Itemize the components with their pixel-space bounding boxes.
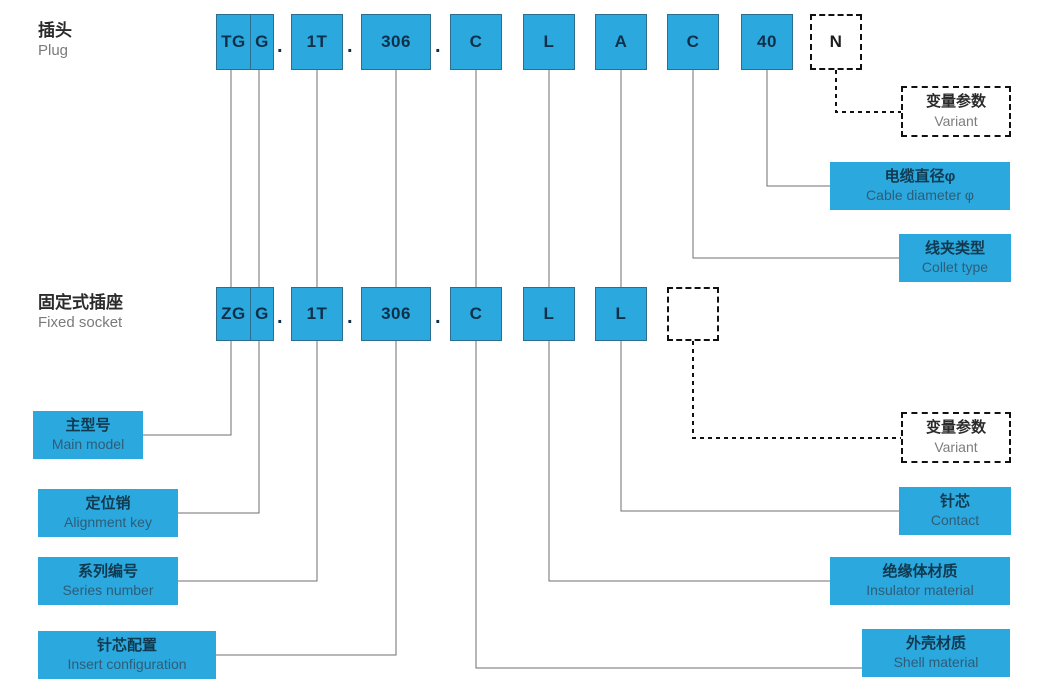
label-main-model-cn: 主型号 xyxy=(65,416,111,434)
separator-dot-socket-1: . xyxy=(277,306,283,328)
code-box-plug-series[interactable]: 1T xyxy=(291,14,343,70)
code-box-plug-variant[interactable]: N xyxy=(810,14,862,70)
label-shell-material[interactable]: 外壳材质 Shell material xyxy=(862,629,1010,677)
label-insert-configuration-en: Insert configuration xyxy=(67,656,187,673)
label-alignment-key-cn: 定位销 xyxy=(85,494,131,512)
code-box-socket-insert[interactable]: 306 xyxy=(361,287,431,341)
code-box-plug-insulator[interactable]: L xyxy=(523,14,575,70)
label-insulator-material-en: Insulator material xyxy=(866,582,974,599)
label-insert-configuration[interactable]: 针芯配置 Insert configuration xyxy=(38,631,216,679)
code-box-socket-shell[interactable]: C xyxy=(450,287,502,341)
separator-dot-plug-1: . xyxy=(277,35,283,57)
label-variant-top-en: Variant xyxy=(934,112,978,129)
label-shell-material-en: Shell material xyxy=(893,654,979,671)
code-box-plug-insert[interactable]: 306 xyxy=(361,14,431,70)
label-alignment-key[interactable]: 定位销 Alignment key xyxy=(38,489,178,537)
code-box-socket-series[interactable]: 1T xyxy=(291,287,343,341)
code-box-plug-main-model-key: G xyxy=(255,32,269,51)
label-alignment-key-en: Alignment key xyxy=(64,514,152,531)
row-heading-plug-cn: 插头 xyxy=(38,21,72,40)
label-insulator-material-cn: 绝缘体材质 xyxy=(882,562,958,580)
label-variant-bottom-en: Variant xyxy=(934,438,978,455)
code-box-plug-shell[interactable]: C xyxy=(450,14,502,70)
label-insulator-material[interactable]: 绝缘体材质 Insulator material xyxy=(830,557,1010,605)
label-cable-diameter-en: Cable diameter φ xyxy=(866,187,974,204)
code-box-socket-insulator[interactable]: L xyxy=(523,287,575,341)
label-contact-cn: 针芯 xyxy=(939,492,970,510)
code-box-plug-cable-diameter[interactable]: 40 xyxy=(741,14,793,70)
label-variant-bottom[interactable]: 变量参数 Variant xyxy=(901,412,1011,463)
separator-dot-plug-3: . xyxy=(435,35,441,57)
row-heading-plug-en: Plug xyxy=(38,42,69,60)
label-contact-en: Contact xyxy=(930,512,980,529)
label-cable-diameter[interactable]: 电缆直径φ Cable diameter φ xyxy=(830,162,1010,210)
code-box-socket-main-model[interactable]: ZG G xyxy=(216,287,274,341)
row-heading-fixed-socket-cn: 固定式插座 xyxy=(38,293,123,312)
label-collet-type-cn: 线夹类型 xyxy=(924,239,985,257)
code-box-socket-main-model-key: G xyxy=(255,304,269,323)
label-insert-configuration-cn: 针芯配置 xyxy=(96,636,157,654)
label-series-number[interactable]: 系列编号 Series number xyxy=(38,557,178,605)
label-collet-type[interactable]: 线夹类型 Collet type xyxy=(899,234,1011,282)
code-box-plug-contact[interactable]: A xyxy=(595,14,647,70)
separator-dot-plug-2: . xyxy=(347,35,353,57)
code-box-socket-contact[interactable]: L xyxy=(595,287,647,341)
label-series-number-cn: 系列编号 xyxy=(77,562,138,580)
label-contact[interactable]: 针芯 Contact xyxy=(899,487,1011,535)
separator-dot-socket-3: . xyxy=(435,306,441,328)
code-box-plug-collet[interactable]: C xyxy=(667,14,719,70)
label-variant-top[interactable]: 变量参数 Variant xyxy=(901,86,1011,137)
code-box-socket-main-model-prefix: ZG xyxy=(217,288,251,340)
label-shell-material-cn: 外壳材质 xyxy=(905,634,966,652)
row-heading-fixed-socket-en: Fixed socket xyxy=(38,314,123,332)
label-variant-top-cn: 变量参数 xyxy=(925,93,986,111)
code-box-socket-variant[interactable] xyxy=(667,287,719,341)
row-heading-fixed-socket: 固定式插座 Fixed socket xyxy=(38,292,123,333)
code-box-plug-main-model[interactable]: TG G xyxy=(216,14,274,70)
label-series-number-en: Series number xyxy=(62,582,154,599)
separator-dot-socket-2: . xyxy=(347,306,353,328)
label-main-model-en: Main model xyxy=(51,436,125,453)
label-cable-diameter-cn: 电缆直径φ xyxy=(884,167,956,185)
label-collet-type-en: Collet type xyxy=(921,259,989,276)
label-variant-bottom-cn: 变量参数 xyxy=(925,419,986,437)
label-main-model[interactable]: 主型号 Main model xyxy=(33,411,143,459)
row-heading-plug: 插头 Plug xyxy=(38,20,72,61)
code-box-plug-main-model-prefix: TG xyxy=(217,15,251,69)
